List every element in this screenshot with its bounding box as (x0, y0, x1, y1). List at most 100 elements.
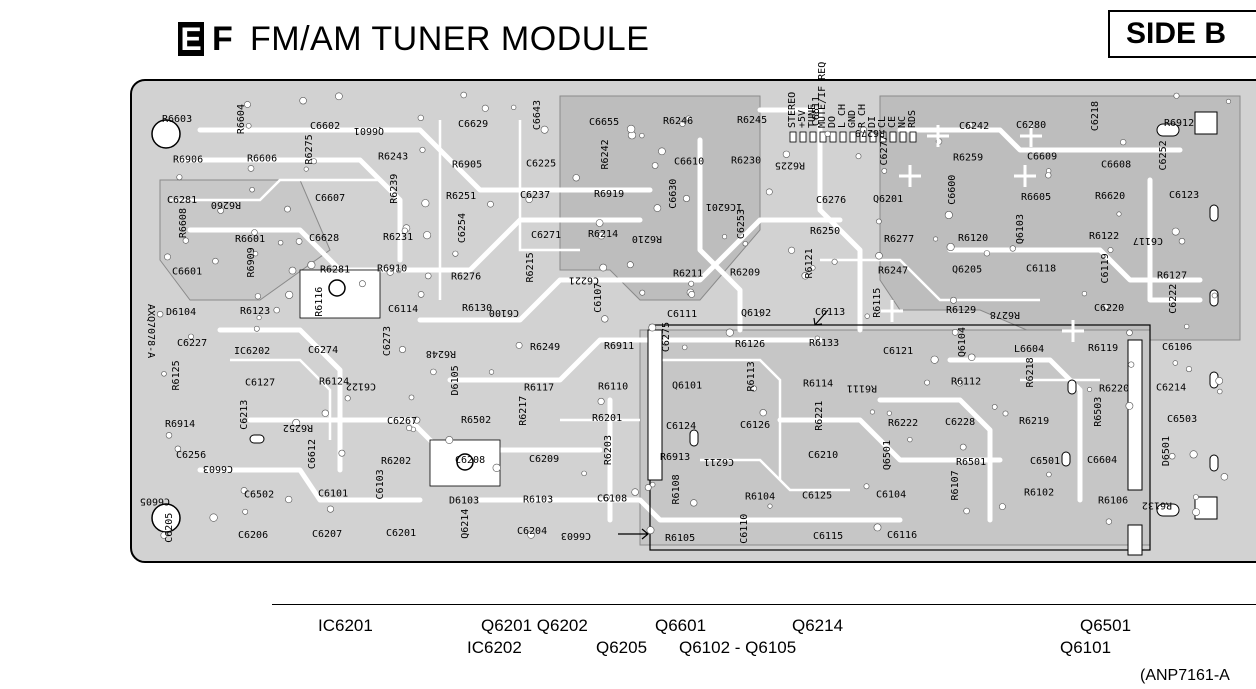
via (288, 266, 297, 275)
designator-label: C6603 (203, 463, 233, 474)
designator-label: R6913 (660, 452, 690, 463)
designator-label: R6116 (314, 287, 325, 317)
designator-label: C6630 (668, 179, 679, 209)
via (321, 409, 329, 417)
via (1178, 238, 1186, 245)
vias (156, 91, 1232, 539)
via (951, 328, 959, 336)
designator-label: L6604 (1014, 344, 1044, 355)
via (907, 437, 913, 443)
designator-label: R6117 (524, 382, 554, 393)
designator-label: C6218 (1090, 101, 1101, 131)
via (959, 443, 967, 451)
designator-label: C6204 (517, 526, 547, 537)
designator-label: R6202 (381, 456, 411, 467)
via (335, 92, 343, 101)
designator-label: R6252 (283, 422, 313, 433)
designator-label: C6100 (489, 307, 519, 318)
via (1081, 291, 1087, 297)
via (423, 231, 432, 240)
via (875, 252, 883, 260)
designator-label: R6231 (383, 232, 413, 243)
designator-label: R6127 (1157, 270, 1187, 281)
via (174, 445, 182, 452)
designator-label: C6276 (816, 195, 846, 206)
designator-label: C6277 (879, 135, 890, 165)
via (176, 174, 183, 181)
designator-label: R6909 (246, 247, 257, 277)
designator-label: C6501 (1030, 456, 1060, 467)
designator-label: C6503 (1167, 414, 1197, 425)
designator-label: C6107 (593, 283, 604, 313)
designator-label: R6218 (1025, 357, 1036, 387)
page-title: FM/AM TUNER MODULE (250, 20, 650, 58)
designator-label: R6114 (803, 378, 833, 389)
via (421, 199, 430, 208)
via (245, 123, 252, 129)
designator-label: C6213 (239, 400, 250, 430)
designator-label: R6125 (171, 360, 182, 390)
via (164, 253, 171, 261)
via (1173, 92, 1180, 99)
designator-label: R6220 (1099, 383, 1129, 394)
designator-label: C6108 (597, 493, 627, 504)
via (515, 341, 523, 349)
designator-label: R6919 (594, 189, 624, 200)
designator-label: C6612 (307, 439, 318, 469)
designator-label: C6254 (457, 213, 468, 243)
designator-label: R6108 (671, 474, 682, 504)
designator-label: C6607 (315, 193, 345, 204)
designator-label: C6113 (815, 307, 845, 318)
via (1189, 450, 1198, 459)
via (460, 91, 467, 99)
via (966, 121, 974, 129)
designator-label: Q6104 (957, 327, 968, 357)
designator-label: R6248 (426, 348, 456, 359)
designator-label: R6239 (389, 174, 400, 204)
connector-pin-label: MUTE/IF REQ (817, 62, 828, 128)
designator-label: R6106 (1098, 495, 1128, 506)
designator-label: C6101 (318, 488, 348, 499)
designator-label: C6228 (945, 417, 975, 428)
via (886, 410, 892, 416)
designator-label: C6122 (346, 380, 376, 391)
designator-label: R6912 (1164, 118, 1194, 129)
designator-label: C6273 (382, 326, 393, 356)
via (653, 204, 662, 212)
designator-label: C6600 (947, 175, 958, 205)
designator-label: C6117 (1133, 235, 1163, 246)
designator-label: Q6201 (873, 194, 903, 205)
via (1002, 410, 1009, 417)
via (1128, 361, 1135, 368)
via (967, 353, 976, 361)
direction-arrows (618, 309, 829, 540)
via (602, 493, 610, 501)
designator-label: R6104 (745, 491, 775, 502)
connector-pin-label: RDS (907, 110, 918, 128)
via (253, 325, 260, 332)
via (1172, 360, 1179, 366)
designator-label: C6125 (802, 490, 832, 501)
via (247, 165, 255, 172)
designator-label: R6215 (525, 252, 536, 282)
via (639, 133, 645, 139)
designator-label: R6129 (946, 305, 976, 316)
via (924, 379, 930, 386)
via (292, 418, 301, 427)
via (810, 265, 816, 271)
designator-label: C6227 (177, 338, 207, 349)
via (681, 344, 688, 351)
designator-label: R6230 (731, 155, 761, 166)
via (1107, 247, 1114, 253)
designator-label: R6120 (958, 233, 988, 244)
designator-label: C6123 (1169, 190, 1199, 201)
via (413, 416, 421, 424)
via (452, 250, 459, 257)
via (983, 250, 991, 257)
designator-label: C6274 (308, 345, 338, 356)
via (750, 385, 757, 392)
designator-label: C6611 (811, 96, 822, 126)
designator-label: R6243 (378, 151, 408, 162)
via (1105, 518, 1112, 525)
designator-label: C6115 (813, 531, 843, 542)
